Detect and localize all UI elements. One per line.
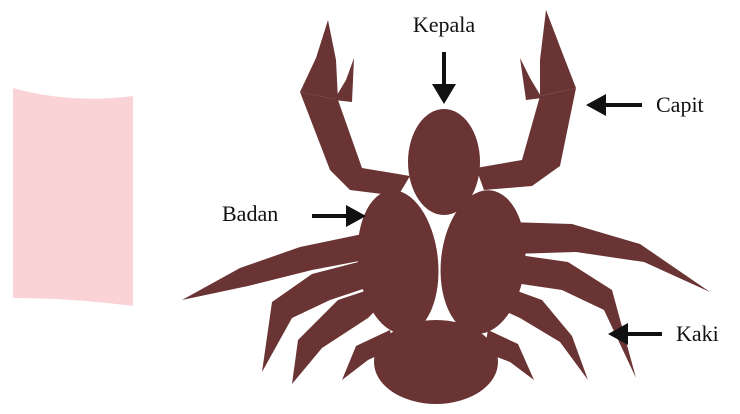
claw-right-upper-pincer <box>540 10 576 96</box>
claw-left-upper-pincer <box>300 20 338 100</box>
crab-abdomen <box>374 320 498 404</box>
arrow-body <box>312 205 366 227</box>
claw-right-arm <box>476 88 576 190</box>
label-claw: Capit <box>656 92 704 117</box>
label-legs: Kaki <box>676 321 719 346</box>
claw-right-lower-pincer <box>520 58 542 100</box>
claw-left-arm <box>300 92 410 196</box>
label-body: Badan <box>222 201 278 226</box>
arrow-head <box>432 52 456 104</box>
label-head: Kepala <box>413 12 476 37</box>
pink-card <box>13 88 133 306</box>
arrow-claw <box>586 94 642 116</box>
